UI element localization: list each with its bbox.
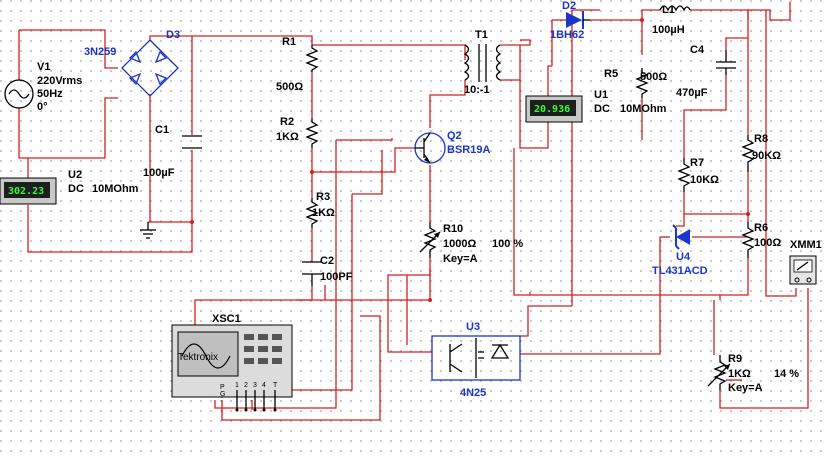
xsc1-brand-label: Tektronix bbox=[178, 352, 218, 363]
r1-ref-label: R1 bbox=[282, 36, 296, 48]
c1-ref-label: C1 bbox=[155, 124, 169, 136]
svg-text:T: T bbox=[273, 382, 278, 389]
v1-frequency-label: 50Hz bbox=[37, 88, 63, 100]
r9-ref-label: R9 bbox=[728, 353, 742, 365]
svg-text:3: 3 bbox=[253, 382, 257, 389]
transistor-q2[interactable]: Q2 BSR19A bbox=[414, 130, 490, 164]
c1-value-label: 100µF bbox=[143, 167, 175, 179]
transformer-t1[interactable]: T1 10:-1 bbox=[463, 29, 502, 96]
l1-ref-label: L1 bbox=[662, 4, 675, 16]
u2-mode-label: DC bbox=[68, 183, 84, 195]
resistor-r7[interactable]: R7 10KΩ bbox=[677, 157, 719, 192]
r3-value-label: 1KΩ bbox=[312, 207, 335, 219]
inductor-l1[interactable]: L1 100µH bbox=[652, 4, 691, 36]
capacitor-c4[interactable]: C4 470µF bbox=[676, 44, 736, 99]
r7-ref-label: R7 bbox=[690, 157, 704, 169]
q2-ref-label: Q2 bbox=[447, 130, 462, 142]
d2-ref-label: D2 bbox=[562, 0, 576, 12]
u1-impedance-label: 10MOhm bbox=[620, 103, 667, 115]
t1-ref-label: T1 bbox=[475, 29, 488, 41]
svg-text:2: 2 bbox=[244, 382, 248, 389]
r9-percent-label: 14 % bbox=[774, 368, 799, 380]
capacitor-c2[interactable]: C2 100PF bbox=[302, 255, 353, 286]
r2-ref-label: R2 bbox=[280, 116, 294, 128]
diode-d2[interactable]: D2 1BH62 bbox=[550, 0, 590, 41]
xsc1-ref-label: XSC1 bbox=[212, 313, 241, 325]
r8-ref-label: R8 bbox=[754, 133, 768, 145]
capacitor-c1[interactable]: C1 100µF bbox=[143, 124, 202, 179]
voltmeter-u1[interactable]: 20.936 U1 DC 10MOhm bbox=[525, 89, 667, 123]
shunt-regulator-u4[interactable]: U4 TL431ACD bbox=[652, 224, 708, 277]
resistor-r2[interactable]: R2 1KΩ bbox=[276, 116, 319, 148]
voltmeter-u2[interactable]: 302.23 U2 DC 10MOhm bbox=[0, 169, 139, 205]
svg-text:4: 4 bbox=[262, 382, 266, 389]
resistor-r5[interactable]: R5 500Ω bbox=[604, 68, 667, 98]
junction-dots bbox=[190, 18, 750, 302]
bridge-rectifier-d3[interactable]: 3N259 D3 bbox=[84, 29, 180, 97]
u4-ref-label: U4 bbox=[676, 251, 691, 263]
svg-text:G: G bbox=[220, 391, 225, 398]
resistor-r6[interactable]: R6 100Ω bbox=[741, 222, 781, 258]
v1-voltage-label: 220Vrms bbox=[37, 75, 82, 87]
q2-part-label: BSR19A bbox=[447, 144, 490, 156]
u2-reading: 302.23 bbox=[8, 186, 44, 197]
u1-reading: 20.936 bbox=[534, 104, 570, 115]
u3-part-label: 4N25 bbox=[460, 387, 486, 399]
r9-key-label: Key=A bbox=[728, 382, 763, 394]
v1-phase-label: 0° bbox=[37, 101, 48, 113]
r2-value-label: 1KΩ bbox=[276, 131, 299, 143]
u4-part-label: TL431ACD bbox=[652, 265, 708, 277]
multimeter-xmm1[interactable]: XMM1 bbox=[789, 239, 822, 285]
r7-value-label: 10KΩ bbox=[690, 174, 719, 186]
resistor-r3[interactable]: R3 1KΩ bbox=[305, 191, 335, 228]
r6-ref-label: R6 bbox=[754, 222, 768, 234]
c4-value-label: 470µF bbox=[676, 87, 708, 99]
d2-part-label: 1BH62 bbox=[550, 29, 584, 41]
potentiometer-r10[interactable]: R10 1000Ω 100 % Key=A bbox=[419, 222, 523, 265]
r10-value-label: 1000Ω bbox=[443, 238, 476, 250]
c2-ref-label: C2 bbox=[320, 255, 334, 267]
r9-value-label: 1KΩ bbox=[728, 368, 751, 380]
resistor-r1[interactable]: R1 500Ω bbox=[276, 36, 319, 93]
l1-value-label: 100µH bbox=[652, 24, 685, 36]
svg-text:1: 1 bbox=[235, 382, 239, 389]
d3-part-label: 3N259 bbox=[84, 46, 116, 58]
r5-value-label: 500Ω bbox=[640, 71, 667, 83]
r10-ref-label: R10 bbox=[443, 223, 463, 235]
xmm1-ref-label: XMM1 bbox=[790, 239, 822, 251]
c4-ref-label: C4 bbox=[690, 44, 705, 56]
r6-value-label: 100Ω bbox=[754, 237, 781, 249]
u1-ref-label: U1 bbox=[594, 89, 608, 101]
xsc1-control-buttons bbox=[244, 334, 282, 364]
svg-text:P: P bbox=[220, 384, 225, 391]
c2-value-label: 100PF bbox=[320, 271, 353, 283]
r10-percent-label: 100 % bbox=[492, 238, 523, 250]
u1-mode-label: DC bbox=[594, 103, 610, 115]
wires bbox=[18, 2, 809, 421]
xsc1-terminals: P G 1 2 3 4 T bbox=[220, 382, 278, 412]
t1-ratio-label: 10:-1 bbox=[464, 84, 490, 96]
r3-ref-label: R3 bbox=[316, 191, 330, 203]
u2-impedance-label: 10MOhm bbox=[92, 183, 139, 195]
u3-ref-label: U3 bbox=[466, 321, 480, 333]
resistor-r8[interactable]: R8 90KΩ bbox=[741, 133, 781, 172]
oscilloscope-xsc1[interactable]: Tektronix XSC1 P G 1 2 3 4 T bbox=[171, 313, 293, 412]
d3-ref-label: D3 bbox=[166, 29, 180, 41]
r8-value-label: 90KΩ bbox=[752, 150, 781, 162]
ground-symbol bbox=[140, 222, 156, 239]
r5-ref-label: R5 bbox=[604, 68, 618, 80]
potentiometer-r9[interactable]: R9 1KΩ 14 % Key=A bbox=[707, 353, 799, 394]
u2-ref-label: U2 bbox=[68, 169, 82, 181]
ac-source-v1[interactable]: V1 220Vrms 50Hz 0° bbox=[4, 61, 82, 113]
v1-ref-label: V1 bbox=[37, 61, 50, 73]
r10-key-label: Key=A bbox=[443, 253, 478, 265]
optocoupler-u3[interactable]: U3 4N25 bbox=[431, 321, 521, 399]
r1-value-label: 500Ω bbox=[276, 81, 303, 93]
